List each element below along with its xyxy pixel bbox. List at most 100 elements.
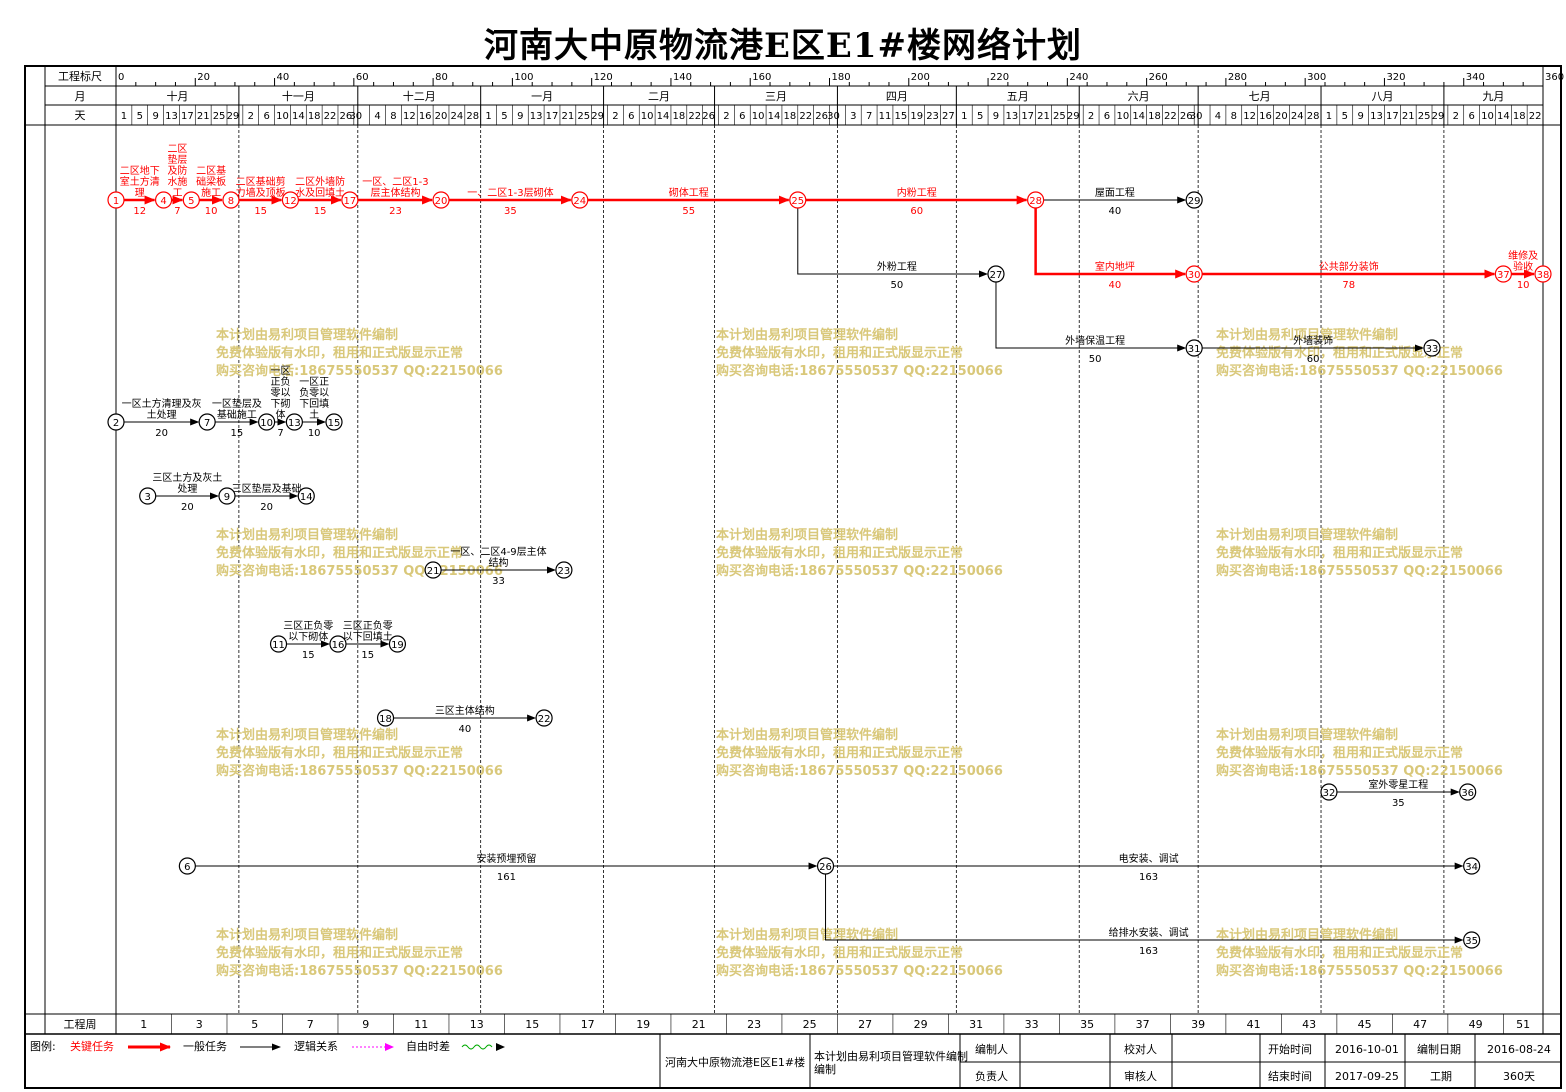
- watermark-line: 购买咨询电话:18675550537 QQ:22150066: [216, 963, 503, 979]
- event-node: [341, 191, 359, 209]
- event-node-label: 32: [1323, 788, 1336, 799]
- event-node: [325, 413, 343, 431]
- task-duration: 10: [1517, 280, 1530, 291]
- week-1: 1: [140, 1018, 147, 1031]
- day-label: 12: [403, 111, 416, 122]
- ruler-label: 工程标尺: [58, 69, 102, 83]
- day-label: 5: [1342, 111, 1348, 122]
- watermark-line: 免费体验版有水印，租用和正式版显示正常: [1216, 745, 1463, 761]
- event-node: [1320, 783, 1338, 801]
- task-duration: 60: [1307, 354, 1320, 365]
- event-node: [269, 635, 288, 653]
- day-label: 10: [276, 111, 289, 122]
- ruler-tick-label: 340: [1466, 72, 1485, 83]
- month-6: 三月: [765, 90, 787, 103]
- watermark-line: 购买咨询电话:18675550537 QQ:22150066: [716, 363, 1003, 379]
- task-name: 外墙保温工程: [1065, 334, 1125, 347]
- ruler-tick-label: 280: [1228, 72, 1247, 83]
- task-name: 基础施工: [217, 408, 257, 421]
- task-name: 一区、二区4-9层主体: [450, 546, 546, 558]
- watermark-line: 免费体验版有水印，租用和正式版显示正常: [1216, 945, 1463, 961]
- month-3: 十二月: [403, 89, 436, 103]
- event-node-label: 28: [1029, 196, 1042, 207]
- day-label: 2: [612, 111, 618, 122]
- watermark-line: 免费体验版有水印，租用和正式版显示正常: [716, 745, 963, 761]
- day-label: 10: [641, 111, 654, 122]
- task-duration: 78: [1342, 280, 1355, 291]
- week-23: 23: [747, 1018, 761, 1031]
- month-7: 四月: [886, 90, 908, 103]
- day-label: 25: [213, 111, 226, 122]
- day-label: 15: [894, 111, 907, 122]
- watermark-line: 购买咨询电话:18675550537 QQ:22150066: [1216, 563, 1503, 579]
- day-label: 26: [815, 111, 828, 122]
- task-duration: 12: [133, 206, 146, 217]
- event-node: [258, 413, 276, 431]
- task-name: 维修及: [1508, 249, 1538, 262]
- month-label: 月: [75, 90, 86, 103]
- day-label: 3: [850, 111, 856, 122]
- task-name: 水施: [167, 175, 187, 188]
- event-node-label: 20: [435, 196, 448, 207]
- day-label: 18: [1513, 111, 1526, 122]
- day-label: 2: [723, 111, 729, 122]
- week-17: 17: [581, 1018, 595, 1031]
- event-node-label: 25: [791, 196, 804, 207]
- day-label: 25: [577, 111, 590, 122]
- event-node: [139, 487, 157, 505]
- event-node-label: 9: [224, 492, 230, 503]
- watermark-line: 购买咨询电话:18675550537 QQ:22150066: [1216, 363, 1503, 379]
- day-label: 22: [324, 111, 337, 122]
- task-name: 二区地下: [120, 164, 160, 177]
- event-node: [987, 265, 1005, 283]
- event-node-label: 18: [379, 714, 392, 725]
- event-node: [1459, 783, 1477, 801]
- task-name: 力墙及顶板: [236, 186, 286, 199]
- day-label: 19: [910, 111, 923, 122]
- event-node-label: 8: [228, 196, 234, 207]
- footer-start-label: 开始时间: [1268, 1042, 1312, 1056]
- task-name: 安装预埋预留: [476, 852, 536, 865]
- task-name: 施工: [201, 186, 221, 199]
- task-duration: 15: [254, 206, 267, 217]
- watermark-line: 购买咨询电话:18675550537 QQ:22150066: [716, 763, 1003, 779]
- task-name: 验收: [1513, 260, 1533, 273]
- event-node: [281, 191, 300, 209]
- task-duration: 7: [277, 428, 283, 439]
- week-41: 41: [1247, 1018, 1261, 1031]
- watermark-line: 免费体验版有水印，租用和正式版显示正常: [1216, 345, 1463, 361]
- day-label: 16: [419, 111, 432, 122]
- event-node: [107, 191, 125, 209]
- event-node-label: 2: [113, 418, 119, 429]
- event-node: [1185, 339, 1203, 357]
- week-49: 49: [1469, 1018, 1483, 1031]
- task-name: 工: [172, 188, 182, 199]
- day-label: 17: [1386, 111, 1399, 122]
- day-label: 11: [879, 111, 892, 122]
- week-31: 31: [969, 1018, 983, 1031]
- task-name: 一区: [271, 365, 291, 377]
- task-name: 负零以: [299, 386, 329, 399]
- day-label: 21: [1037, 111, 1050, 122]
- watermark-line: 免费体验版有水印，租用和正式版显示正常: [216, 945, 463, 961]
- event-node-label: 15: [328, 418, 341, 429]
- event-node-label: 19: [391, 640, 404, 651]
- ruler-tick-label: 180: [832, 72, 851, 83]
- footer-project: 河南大中原物流港E区E1#楼: [665, 1055, 805, 1069]
- task-name: 屋面工程: [1095, 187, 1135, 199]
- event-node-label: 34: [1465, 862, 1478, 873]
- day-label: 21: [197, 111, 210, 122]
- task-name: 垫层: [167, 153, 187, 166]
- footer-end-label: 结束时间: [1268, 1070, 1312, 1083]
- task-name: 内粉工程: [897, 186, 937, 199]
- week-15: 15: [525, 1018, 539, 1031]
- week-25: 25: [803, 1018, 817, 1031]
- task-duration: 15: [302, 650, 315, 661]
- task-arrow: [797, 208, 988, 278]
- ruler-tick-label: 220: [990, 72, 1009, 83]
- day-label: 20: [1275, 111, 1288, 122]
- day-label: 1: [1326, 111, 1332, 122]
- watermark-line: 购买咨询电话:18675550537 QQ:22150066: [716, 563, 1003, 579]
- task-duration: 35: [504, 206, 517, 217]
